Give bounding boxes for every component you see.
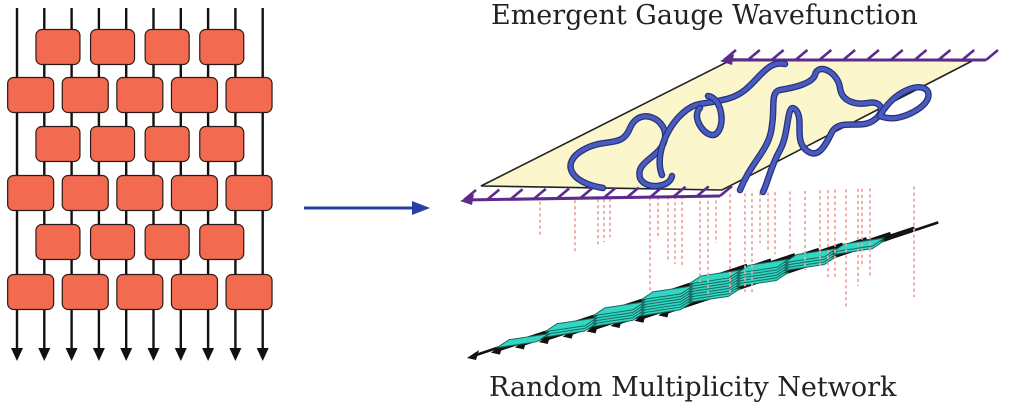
bottom-arrow-row-tick <box>626 186 640 199</box>
bottom-arrow-row-line <box>463 194 721 202</box>
down-arrow-icon <box>147 348 160 361</box>
left-arrow-icon <box>460 194 474 205</box>
top-arrow-row-tick <box>985 49 999 61</box>
gauge-loop <box>878 85 931 121</box>
unitary-gate <box>116 273 164 311</box>
bottom-arrow-row-tick <box>532 187 547 200</box>
wavefunction-plane <box>480 58 973 191</box>
down-arrow-icon <box>256 348 269 361</box>
bottom-caption: Random Multiplicity Network <box>489 372 897 403</box>
unitary-gate <box>199 28 245 66</box>
top-arrow-row-tick <box>794 49 809 61</box>
down-arrow-icon <box>65 348 78 361</box>
unitary-gate <box>225 76 273 114</box>
down-arrow-icon <box>11 348 23 361</box>
top-arrow-row-tick <box>889 49 904 61</box>
top-arrow-row-tick <box>746 49 761 61</box>
multiplicity-network <box>467 221 939 360</box>
down-arrow-icon <box>174 348 187 361</box>
unitary-gate <box>170 273 219 311</box>
bottom-arrow-row-tick <box>719 185 733 197</box>
unitary-gate <box>61 273 109 311</box>
gauge-loop <box>738 67 884 194</box>
unitary-gate <box>35 223 81 261</box>
unitary-gate <box>170 76 219 114</box>
top-arrow-row-tick <box>913 49 928 61</box>
top-arrow-row-tick <box>866 49 880 61</box>
unitary-gate <box>7 273 55 311</box>
down-arrow-icon <box>38 348 51 361</box>
gauge-loop <box>657 61 787 177</box>
bottom-arrow-row-tick <box>509 188 524 201</box>
gauge-wavefunction-plane <box>460 49 999 205</box>
top-arrow-row-tick <box>937 49 952 61</box>
transition-arrow <box>304 201 430 215</box>
unitary-gate <box>61 76 109 114</box>
bottom-arrow-row-tick <box>486 188 501 201</box>
unitary-gate <box>170 174 219 212</box>
unitary-gate <box>7 174 55 212</box>
unitary-gate <box>199 223 245 261</box>
down-arrow-icon <box>229 348 242 361</box>
unitary-gate <box>89 125 136 163</box>
gauge-loop <box>568 114 674 190</box>
down-left-arrow-icon <box>467 350 479 360</box>
unitary-gate <box>89 223 136 261</box>
top-arrow-row-tick <box>842 49 856 61</box>
top-arrow-row-tick <box>961 49 976 61</box>
dotted-connections <box>539 186 915 309</box>
top-caption: Emergent Gauge Wavefunction <box>491 0 918 31</box>
unitary-gate <box>225 174 273 212</box>
unitary-gate <box>144 223 190 261</box>
unitary-gate <box>144 125 190 163</box>
unitary-gate <box>35 125 81 163</box>
unitary-gate <box>7 76 55 114</box>
down-arrow-icon <box>120 348 133 361</box>
bottom-arrow-row-tick <box>579 187 594 200</box>
unitary-gate <box>116 76 164 114</box>
bottom-arrow-row-tick <box>602 186 617 199</box>
left-arrow-icon <box>720 54 734 65</box>
down-arrow-icon <box>92 348 105 361</box>
unitary-gate <box>225 273 273 311</box>
unitary-gate <box>61 174 109 212</box>
right-arrow-icon <box>412 201 430 215</box>
bottom-arrow-row-tick <box>556 187 570 200</box>
unitary-gate <box>89 28 136 66</box>
bottom-arrow-row-tick <box>695 185 710 198</box>
down-arrow-icon <box>202 348 215 361</box>
gauge-loop <box>695 94 724 137</box>
top-arrow-row-tick <box>818 49 833 61</box>
top-arrow-row-tick <box>770 49 785 61</box>
unitary-gate <box>116 174 164 212</box>
unitary-gate <box>35 28 81 66</box>
unitary-gate <box>144 28 190 66</box>
random-circuit <box>7 8 273 361</box>
unitary-gate <box>199 125 245 163</box>
bottom-arrow-row-tick <box>672 185 687 198</box>
